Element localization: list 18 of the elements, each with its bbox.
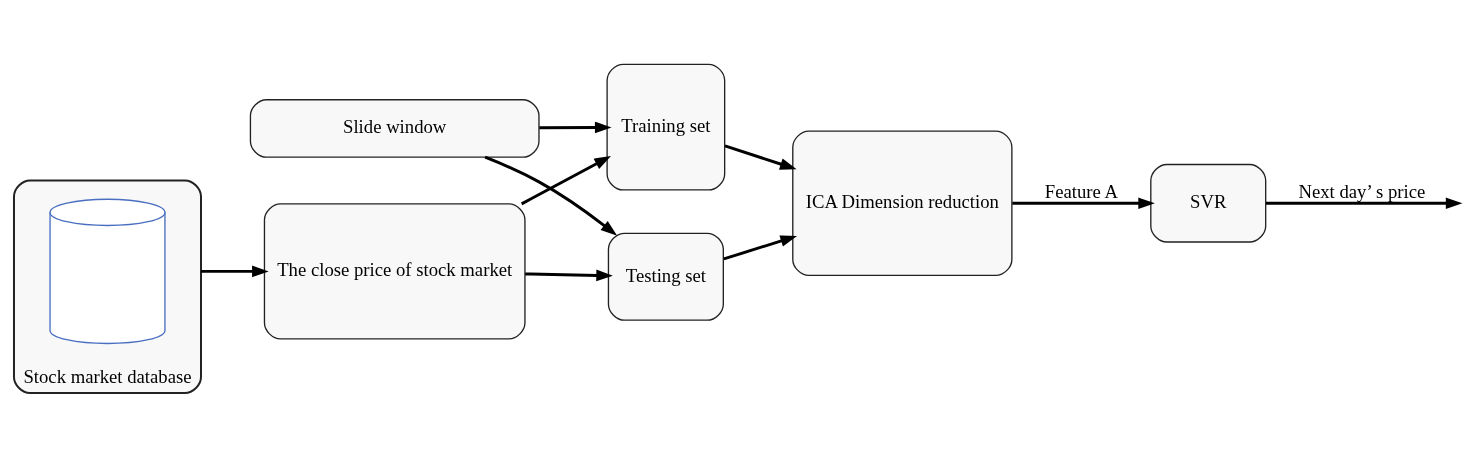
arrow (1266, 197, 1463, 210)
node-box: ICA Dimension reduction (792, 130, 1013, 277)
arrow (484, 155, 618, 236)
arrow (525, 269, 613, 282)
arrow (520, 155, 611, 206)
node-box: SVR (1150, 163, 1267, 243)
arrow (201, 265, 269, 278)
arrow (724, 144, 797, 170)
node-box: Training set (606, 63, 726, 191)
node-box: The close price of stock market (263, 203, 526, 340)
arrow (723, 235, 798, 261)
edge-label: Next day’ s price (1298, 181, 1426, 203)
arrow (1012, 197, 1155, 210)
node-box: Slide window (249, 99, 540, 158)
arrow (539, 121, 612, 134)
edge-label: Feature A (1044, 181, 1118, 203)
node-box: Testing set (607, 232, 724, 321)
cluster: Stock market database (13, 179, 202, 394)
